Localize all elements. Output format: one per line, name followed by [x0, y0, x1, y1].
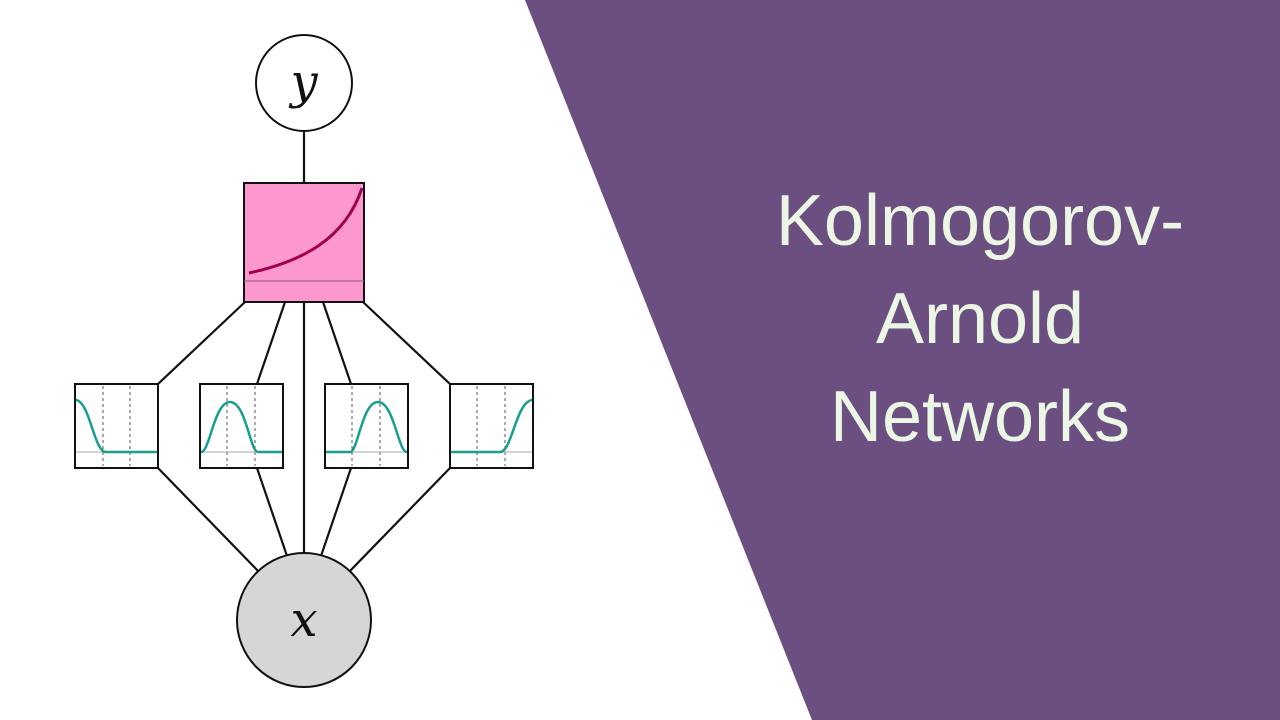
input-node: x: [236, 552, 372, 688]
title-line-1: Kolmogorov-: [775, 181, 1185, 261]
activation-curve-4: [451, 398, 533, 454]
edge-x-to-act-1: [157, 467, 261, 574]
sum-box: [243, 182, 365, 303]
edge-x-to-act-2: [255, 467, 289, 557]
activation-box-2: [199, 383, 284, 469]
activation-box-4: [449, 383, 534, 469]
activation-box-3: [324, 383, 409, 469]
activation-box-1: [74, 383, 159, 469]
edge-x-to-act-3: [319, 467, 353, 557]
edge-act-1-to-sum: [157, 301, 246, 385]
purple-panel: [525, 0, 1280, 720]
title-line-2: Arnold: [875, 279, 1085, 359]
sum-curve: [248, 187, 364, 275]
activation-curve-3: [326, 400, 408, 454]
output-node-label: y: [288, 54, 318, 110]
output-node: y: [255, 34, 353, 132]
title-line-3: Networks: [829, 377, 1131, 457]
activation-curve-1: [75, 398, 157, 454]
activation-curve-2: [200, 400, 282, 454]
edges: [157, 131, 451, 574]
edge-act-4-to-sum: [362, 301, 451, 385]
edge-act-2-to-sum: [255, 301, 287, 385]
input-node-label: x: [290, 592, 317, 648]
title: Kolmogorov- Arnold Networks: [700, 172, 1260, 466]
edge-x-to-act-4: [347, 467, 451, 574]
edge-act-3-to-sum: [321, 301, 353, 385]
